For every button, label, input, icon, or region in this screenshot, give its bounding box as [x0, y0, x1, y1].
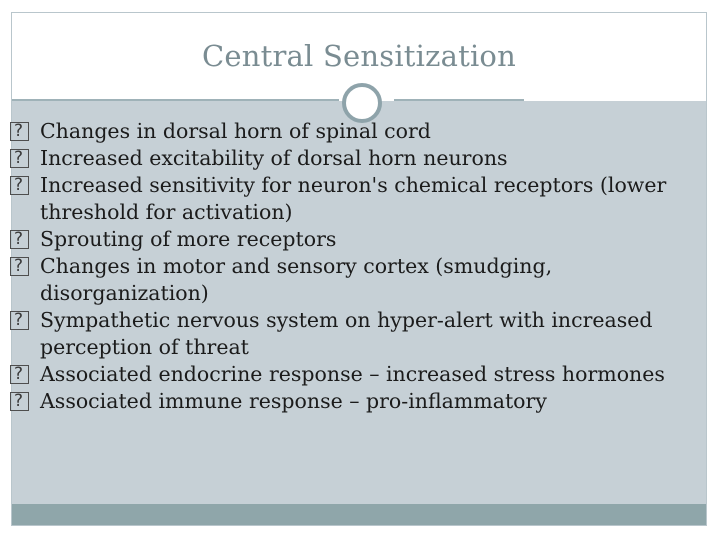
bullet-item: Associated endocrine response – increase… [10, 361, 670, 388]
bullet-item: Sprouting of more receptors [10, 226, 670, 253]
slide-frame: Central Sensitization [11, 12, 707, 526]
slide-title: Central Sensitization [202, 39, 516, 73]
bullet-text: Sprouting of more receptors [40, 227, 337, 251]
bullet-text: Associated immune response – pro-inflamm… [40, 389, 547, 413]
bullet-text: Associated endocrine response – increase… [40, 362, 665, 386]
bullet-item: Changes in dorsal horn of spinal cord [10, 118, 670, 145]
bullet-list: Changes in dorsal horn of spinal cord In… [10, 118, 670, 415]
missing-glyph-bullet-icon [10, 118, 29, 145]
missing-glyph-bullet-icon [10, 388, 29, 415]
title-divider-right [394, 99, 524, 101]
bullet-text: Increased excitability of dorsal horn ne… [40, 146, 508, 170]
bullet-text: Changes in motor and sensory cortex (smu… [40, 254, 553, 305]
missing-glyph-bullet-icon [10, 145, 29, 172]
bullet-item: Increased excitability of dorsal horn ne… [10, 145, 670, 172]
content-area [12, 101, 706, 505]
missing-glyph-bullet-icon [10, 307, 29, 334]
bullet-text: Sympathetic nervous system on hyper-aler… [40, 308, 653, 359]
bullet-item: Sympathetic nervous system on hyper-aler… [10, 307, 670, 361]
missing-glyph-bullet-icon [10, 226, 29, 253]
missing-glyph-bullet-icon [10, 361, 29, 388]
bullet-item: Changes in motor and sensory cortex (smu… [10, 253, 670, 307]
bullet-text: Increased sensitivity for neuron's chemi… [40, 173, 667, 224]
footer-bar [12, 504, 706, 525]
missing-glyph-bullet-icon [10, 172, 29, 199]
missing-glyph-bullet-icon [10, 253, 29, 280]
bullet-text: Changes in dorsal horn of spinal cord [40, 119, 431, 143]
bullet-item: Associated immune response – pro-inflamm… [10, 388, 670, 415]
divider-circle-ornament [342, 83, 382, 123]
title-divider-left [12, 99, 339, 101]
bullet-item: Increased sensitivity for neuron's chemi… [10, 172, 670, 226]
